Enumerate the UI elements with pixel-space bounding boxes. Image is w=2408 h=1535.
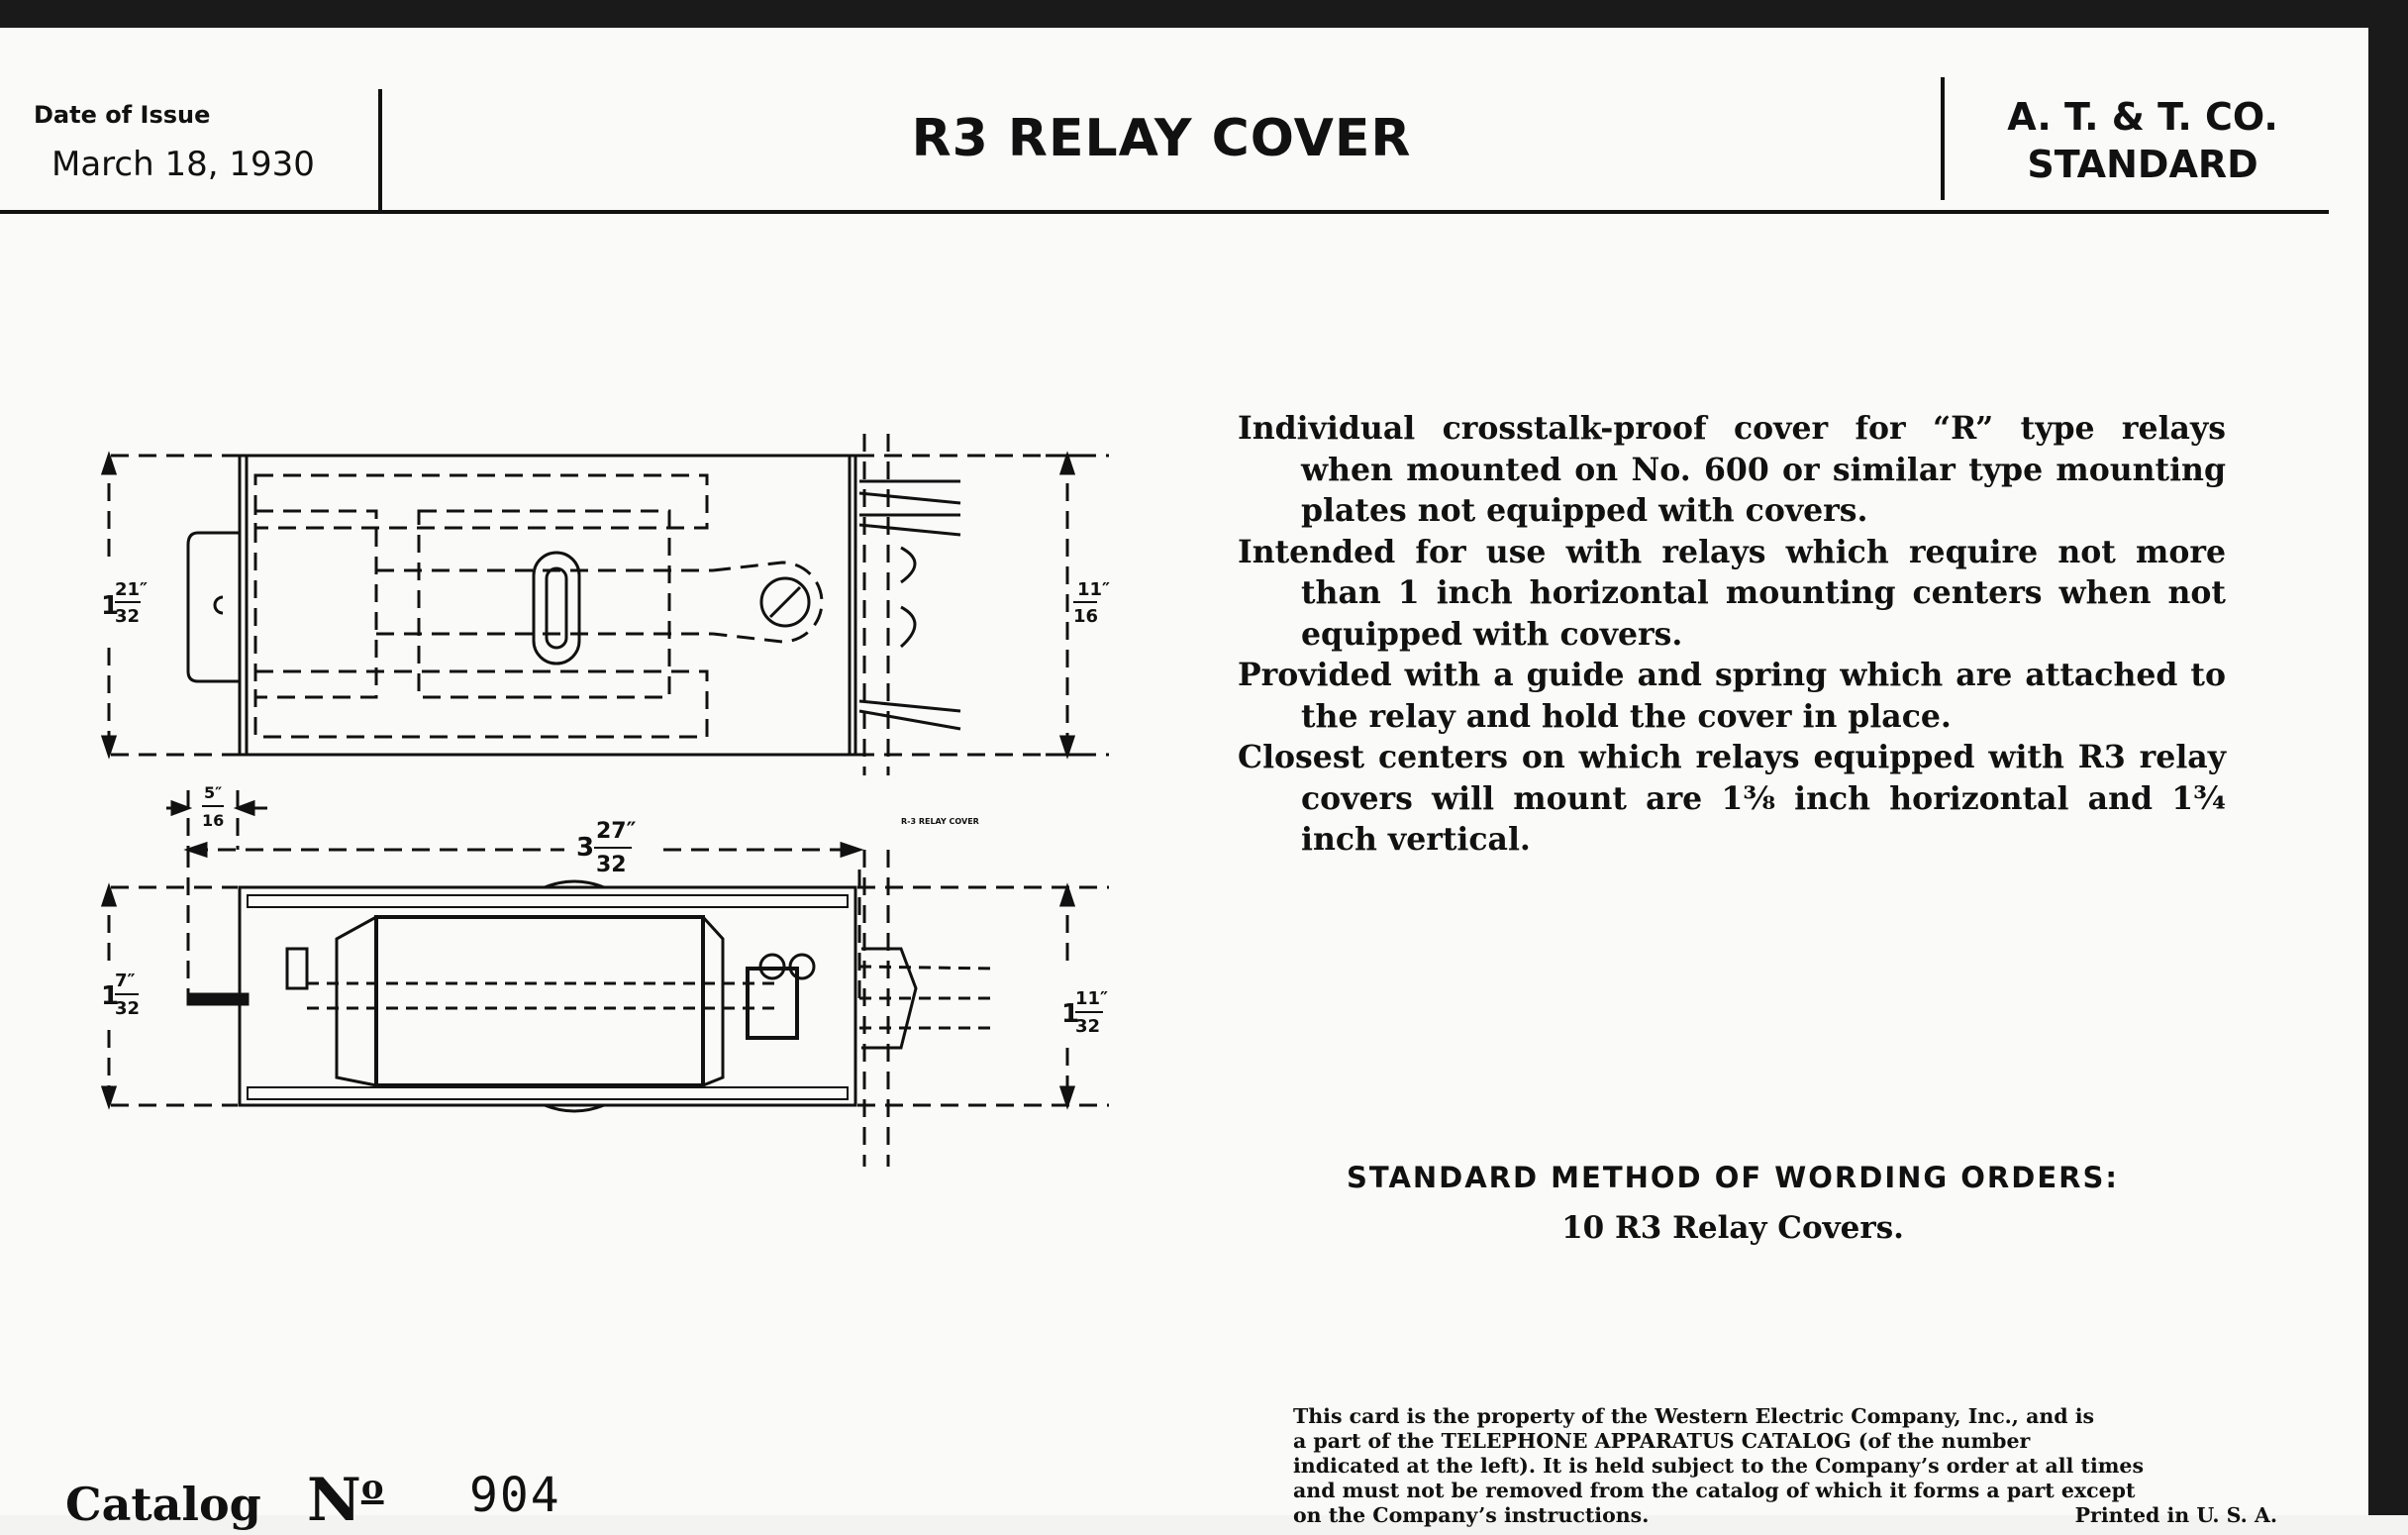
- dim-offset-den: 16: [202, 811, 224, 830]
- dim-top-left-whole: 1: [101, 591, 119, 621]
- description-paragraph: Individual crosstalk-proof cover for “R”…: [1238, 410, 2226, 529]
- header-rule: [0, 210, 2329, 214]
- dim-bottom-right-whole: 1: [1061, 999, 1079, 1029]
- printed-in-usa: Printed in U. S. A.: [2074, 1503, 2277, 1527]
- dim-bottom-right-num: 11″: [1075, 988, 1108, 1009]
- page-title: R3 RELAY COVER: [911, 109, 1412, 168]
- scan-right-border: [2368, 0, 2408, 1515]
- description-paragraph: Intended for use with relays which requi…: [1238, 533, 2226, 653]
- dim-length-num: 27″: [596, 819, 637, 844]
- catalog-number: 904: [469, 1468, 561, 1523]
- relay-cover-drawing: 1 21″ 32 11″ 16 5″ 16 3 27″ 32 R-3 RELAY…: [100, 434, 1110, 1167]
- dim-top-left-num: 21″: [115, 579, 148, 600]
- description-paragraph: Provided with a guide and spring which a…: [1238, 657, 2226, 735]
- standard-label: STANDARD: [2027, 143, 2258, 186]
- scan-top-border: [0, 0, 2408, 28]
- side-view: [100, 850, 1109, 1167]
- dim-top-right-den: 16: [1073, 606, 1098, 627]
- property-notice: This card is the property of the Western…: [1293, 1404, 2277, 1528]
- property-line: indicated at the left). It is held subje…: [1293, 1454, 2145, 1478]
- header-divider-right: [1941, 77, 1945, 200]
- dim-bottom-left-den: 32: [115, 998, 140, 1019]
- property-last-row: on the Company’s instructions. Printed i…: [1293, 1503, 2277, 1528]
- catalog-number-sign: No: [307, 1466, 384, 1535]
- catalog-label: Catalog: [65, 1478, 261, 1531]
- ordering-heading: STANDARD METHOD OF WORDING ORDERS:: [1347, 1161, 2119, 1194]
- dim-offset-num: 5″: [204, 783, 222, 802]
- dim-bottom-right-den: 32: [1075, 1016, 1100, 1037]
- property-line: on the Company’s instructions.: [1293, 1503, 1650, 1527]
- property-line: This card is the property of the Western…: [1293, 1404, 2095, 1428]
- property-line: a part of the TELEPHONE APPARATUS CATALO…: [1293, 1429, 2031, 1453]
- catalog-card: Date of Issue March 18, 1930 R3 RELAY CO…: [0, 28, 2368, 1535]
- dim-length-whole: 3: [576, 833, 594, 863]
- dim-bottom-left-num: 7″: [115, 971, 136, 991]
- top-view-solid: [186, 454, 1089, 757]
- date-of-issue-value: March 18, 1930: [51, 145, 315, 184]
- top-view: [111, 434, 1109, 998]
- dim-top-right-num: 11″: [1077, 579, 1110, 600]
- dim-bottom-left-whole: 1: [101, 981, 119, 1011]
- dim-length-den: 32: [596, 853, 627, 877]
- dim-top-left-den: 32: [115, 606, 140, 627]
- date-of-issue-label: Date of Issue: [34, 101, 211, 129]
- property-line: and must not be removed from the catalog…: [1293, 1479, 2136, 1502]
- standard-box: A. T. & T. CO. STANDARD: [1945, 93, 2341, 188]
- description-paragraph: Closest centers on which relays equipped…: [1238, 739, 2226, 858]
- header-divider-left: [378, 89, 382, 210]
- standard-company: A. T. & T. CO.: [2007, 95, 2278, 139]
- dim-tiny-label: R-3 RELAY COVER: [901, 817, 979, 826]
- description: Individual crosstalk-proof cover for “R”…: [1238, 408, 2226, 861]
- ordering-example: 10 R3 Relay Covers.: [1561, 1210, 1904, 1246]
